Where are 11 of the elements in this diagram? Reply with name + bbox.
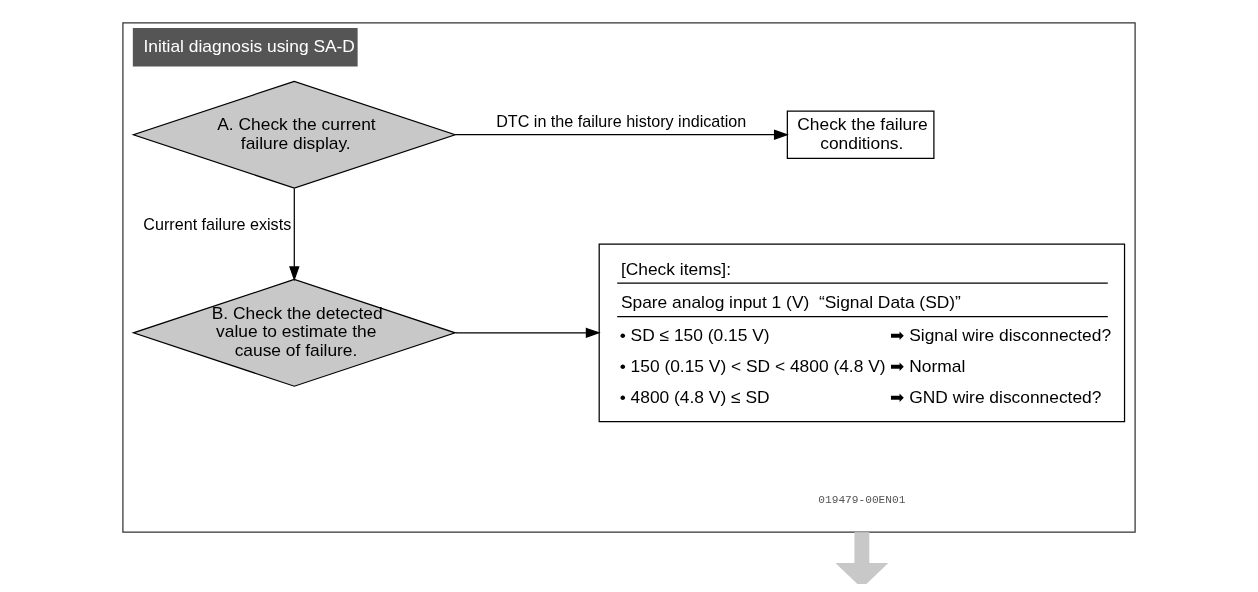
node-box: Check the failure conditions. — [786, 110, 935, 159]
arrow — [289, 187, 300, 282]
arrow — [454, 129, 789, 140]
node-diamond: B. Check the detected value to estimate the cause of failure. — [131, 278, 458, 387]
edge-label: Current failure exists — [143, 214, 292, 233]
arrow — [454, 327, 601, 339]
node-box: [Check items]: Spare analog input 1 (V) “Signal Data (SD)” • SD ≤ 150 (0.15 V) ➡ Signal wire disconnected? • 150 (0.15 V) < SD < 4800 (4.8 V) ➡ Normal • 4800 (4.8 V) ≤ SD ➡ GND wire disconnected? — [598, 243, 1126, 423]
label: 019479-00EN01 — [818, 493, 906, 506]
arrow — [835, 532, 889, 584]
node-diamond: A. Check the current failure display. — [131, 80, 458, 189]
edge-label: DTC in the failure history indication — [496, 111, 747, 130]
